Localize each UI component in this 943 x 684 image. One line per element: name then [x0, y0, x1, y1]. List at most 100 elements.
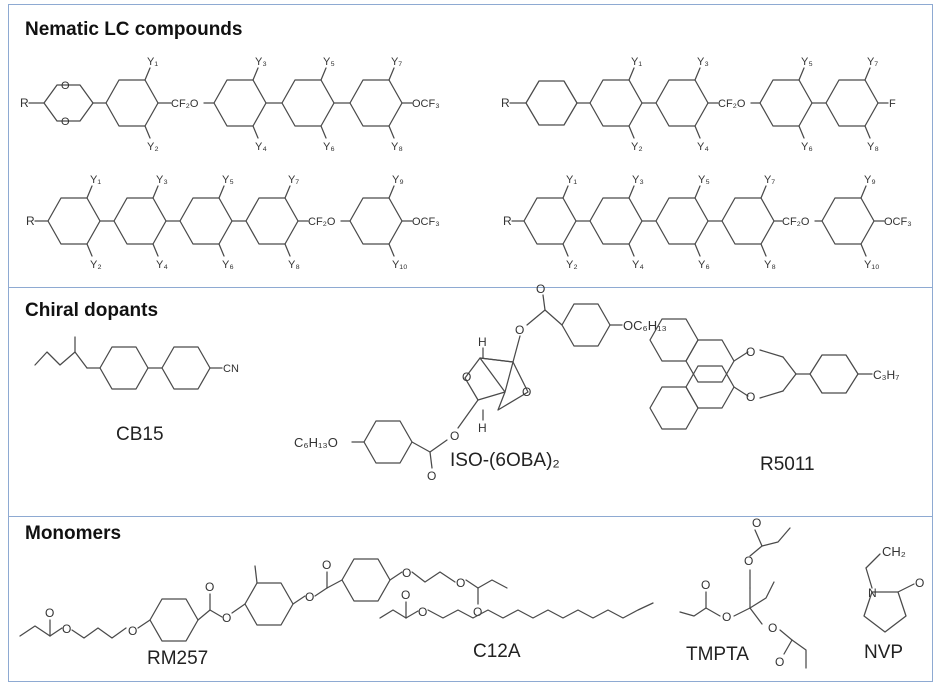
benzene-ring [281, 79, 335, 127]
bond [749, 607, 763, 625]
benzene-ring [349, 79, 403, 127]
bond [562, 243, 569, 257]
furan-ring [479, 357, 529, 411]
bond [86, 243, 93, 257]
bond [694, 67, 701, 81]
bond [865, 567, 873, 589]
atom-o: O [45, 606, 54, 620]
benzene-ring [99, 346, 149, 390]
naphthalene-ring [649, 386, 699, 430]
benzene-ring [349, 197, 403, 245]
substituent-y6: Y₆ [801, 141, 813, 153]
bond [628, 125, 635, 139]
bond [782, 356, 797, 375]
atom-o: O [305, 590, 314, 604]
bond [544, 309, 563, 326]
group-c6h13o: C₆H₁₃O [294, 435, 338, 450]
atom-n: N [868, 586, 877, 600]
bond [388, 185, 395, 199]
bond [694, 125, 701, 139]
substituent-y8: Y₈ [288, 259, 300, 271]
atom-h: H [478, 421, 487, 435]
compound-name-r5011: R5011 [760, 454, 815, 475]
benzene-ring [363, 420, 413, 464]
substituent-y10: Y₁₀ [392, 259, 408, 271]
vinyl-group [791, 639, 807, 669]
bond [779, 629, 793, 641]
substituent-y1: Y₁ [566, 174, 577, 186]
substituent-y3: Y₃ [697, 56, 709, 68]
substituent-y1: Y₁ [90, 174, 101, 186]
benzene-ring [721, 197, 775, 245]
furan-ring [464, 357, 514, 401]
bond [798, 125, 805, 139]
benzene-ring [759, 79, 813, 127]
cyclohexane-ring [809, 354, 859, 394]
benzene-ring [825, 79, 879, 127]
compound-name-rm257: RM257 [147, 648, 209, 669]
atom-o: O [128, 624, 137, 638]
substituent-y7: Y₇ [764, 174, 775, 186]
benzene-ring [244, 582, 294, 626]
group-cf2o: CF₂O [171, 98, 199, 110]
bond [864, 125, 871, 139]
section-title-chiral: Chiral dopants [25, 300, 159, 321]
iso-6oba2-structure: O O H H O O OC₆H₁₃ O O C₆H₁₃O [294, 282, 667, 483]
atom-o: O [62, 622, 71, 636]
vinyl-group [761, 527, 791, 547]
substituent-y5: Y₅ [323, 56, 335, 68]
bond [137, 619, 151, 629]
atom-r: R [501, 96, 510, 110]
bond [860, 185, 867, 199]
substituent-y4: Y₄ [255, 141, 267, 153]
bond [152, 185, 159, 199]
bond [760, 243, 767, 257]
bond [411, 441, 431, 453]
substituent-y8: Y₈ [764, 259, 776, 271]
bond [749, 545, 763, 557]
vinyl-group [379, 609, 407, 619]
vinyl-group [679, 607, 707, 617]
benzene-ring [149, 598, 199, 642]
ethyl-group [749, 581, 775, 609]
benzene-ring [161, 346, 211, 390]
bond [284, 243, 291, 257]
substituent-y5: Y₅ [801, 56, 813, 68]
substituent-y5: Y₅ [698, 174, 710, 186]
atom-o: O [768, 621, 777, 635]
tmpta-structure: O O O O O O [679, 516, 807, 669]
substituent-y2: Y₂ [631, 141, 643, 153]
r5011-structure: O O C₃H₇ [649, 318, 899, 430]
group-cf2o: CF₂O [718, 98, 746, 110]
substituent-y7: Y₇ [867, 56, 878, 68]
substituent-y6: Y₆ [323, 141, 335, 153]
substituent-y6: Y₆ [698, 259, 710, 271]
bond [218, 185, 225, 199]
atom-o: O [61, 80, 70, 92]
bond [144, 67, 151, 81]
substituent-y2: Y₂ [90, 259, 102, 271]
bond [388, 243, 395, 257]
bond [628, 67, 635, 81]
atom-f: F [889, 98, 896, 110]
bond [628, 243, 635, 257]
benzene-ring [561, 303, 611, 347]
substituent-y3: Y₃ [632, 174, 644, 186]
substituent-y3: Y₃ [255, 56, 267, 68]
compound-name-cb15: CB15 [116, 424, 164, 445]
atom-o: O [322, 558, 331, 572]
benzene-ring [105, 79, 159, 127]
atom-o: O [61, 116, 70, 128]
bond [209, 609, 223, 618]
carbonyl [754, 529, 763, 547]
bond [314, 587, 328, 597]
bond [388, 125, 395, 139]
atom-o: O [222, 611, 231, 625]
bond [429, 451, 433, 469]
substituent-y10: Y₁₀ [864, 259, 880, 271]
bond [705, 607, 721, 617]
nematic-compound-4: R Y₁ Y₂ Y₃ Y₄ Y₅ Y₆ Y₇ Y₈ CF₂O Y₉ Y₁₀ OC… [503, 174, 912, 271]
vinyl-group [477, 579, 508, 589]
methyl [254, 565, 258, 584]
